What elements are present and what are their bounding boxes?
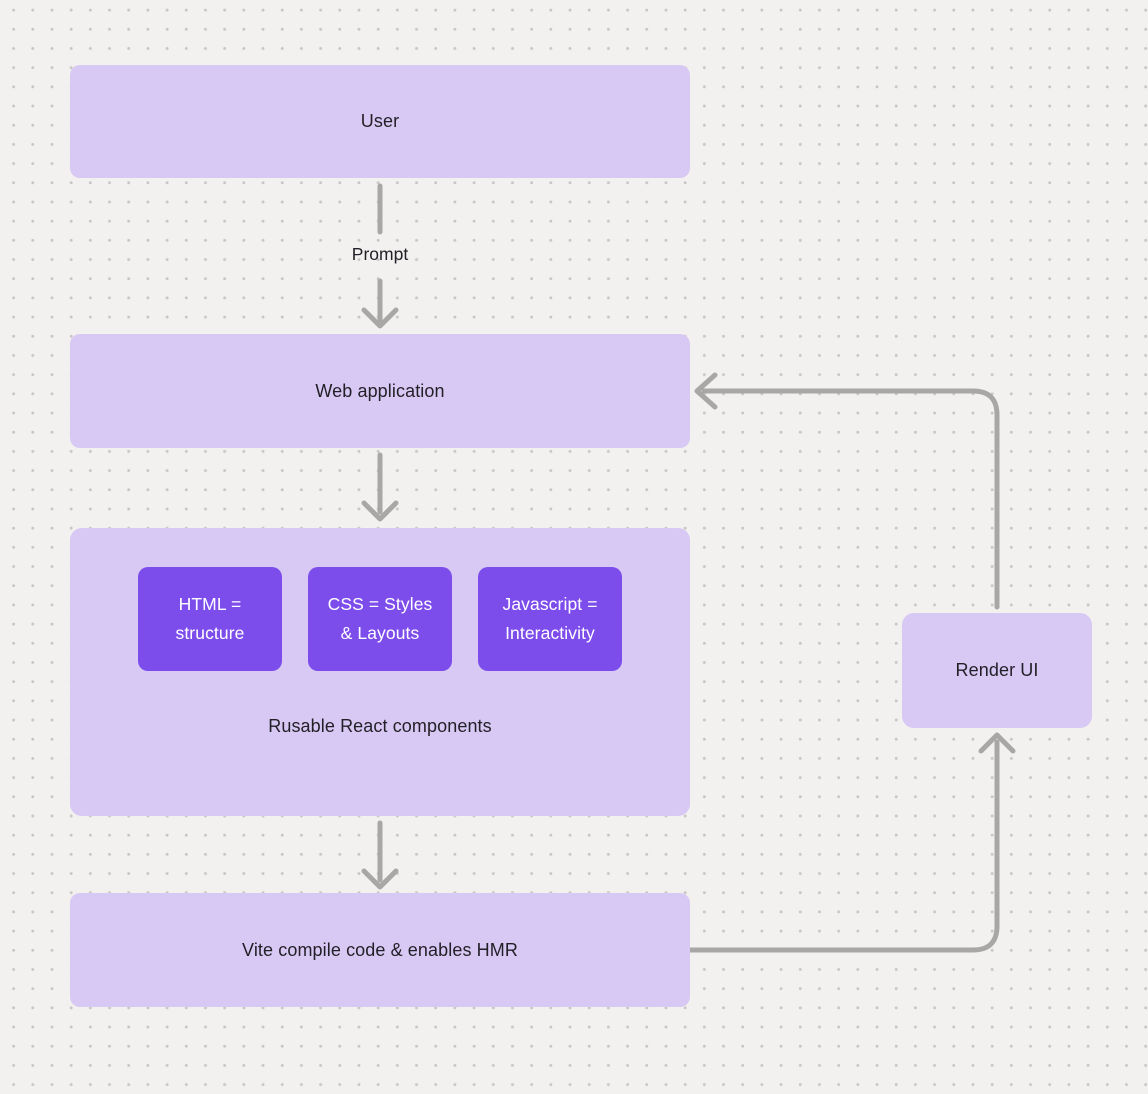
arrowhead-down-into-group-icon [361, 500, 399, 522]
chip-css: CSS = Styles & Layouts [308, 567, 452, 671]
edge-label-prompt: Prompt [351, 244, 409, 264]
arrowhead-up-into-renderui-icon [978, 732, 1016, 754]
arrowhead-down-into-webapp-icon [361, 307, 399, 329]
chip-css-label: CSS = Styles & Layouts [327, 594, 433, 643]
arrowhead-left-into-webapp-icon [694, 372, 718, 410]
components-group-caption: Rusable React components [268, 716, 492, 736]
node-components-group: HTML = structure CSS = Styles & Layouts … [70, 528, 690, 816]
chip-html-label: HTML = structure [175, 594, 245, 643]
node-web-application-label: Web application [315, 380, 445, 401]
node-user: User [70, 65, 690, 178]
node-vite-label: Vite compile code & enables HMR [242, 939, 518, 960]
node-render-ui-label: Render UI [955, 660, 1039, 680]
chip-javascript: Javascript = Interactivity [478, 567, 622, 671]
node-web-application: Web application [70, 334, 690, 448]
components-chip-row: HTML = structure CSS = Styles & Layouts … [70, 567, 690, 671]
edge-vite-to-renderui [687, 739, 1000, 953]
chip-html: HTML = structure [138, 567, 282, 671]
node-user-label: User [360, 111, 400, 131]
arrowhead-down-into-vite-icon [361, 868, 399, 890]
node-vite: Vite compile code & enables HMR [70, 893, 690, 1007]
edge-renderui-to-webapp [701, 388, 1000, 610]
chip-javascript-label: Javascript = Interactivity [502, 594, 598, 643]
node-render-ui: Render UI [902, 613, 1092, 728]
